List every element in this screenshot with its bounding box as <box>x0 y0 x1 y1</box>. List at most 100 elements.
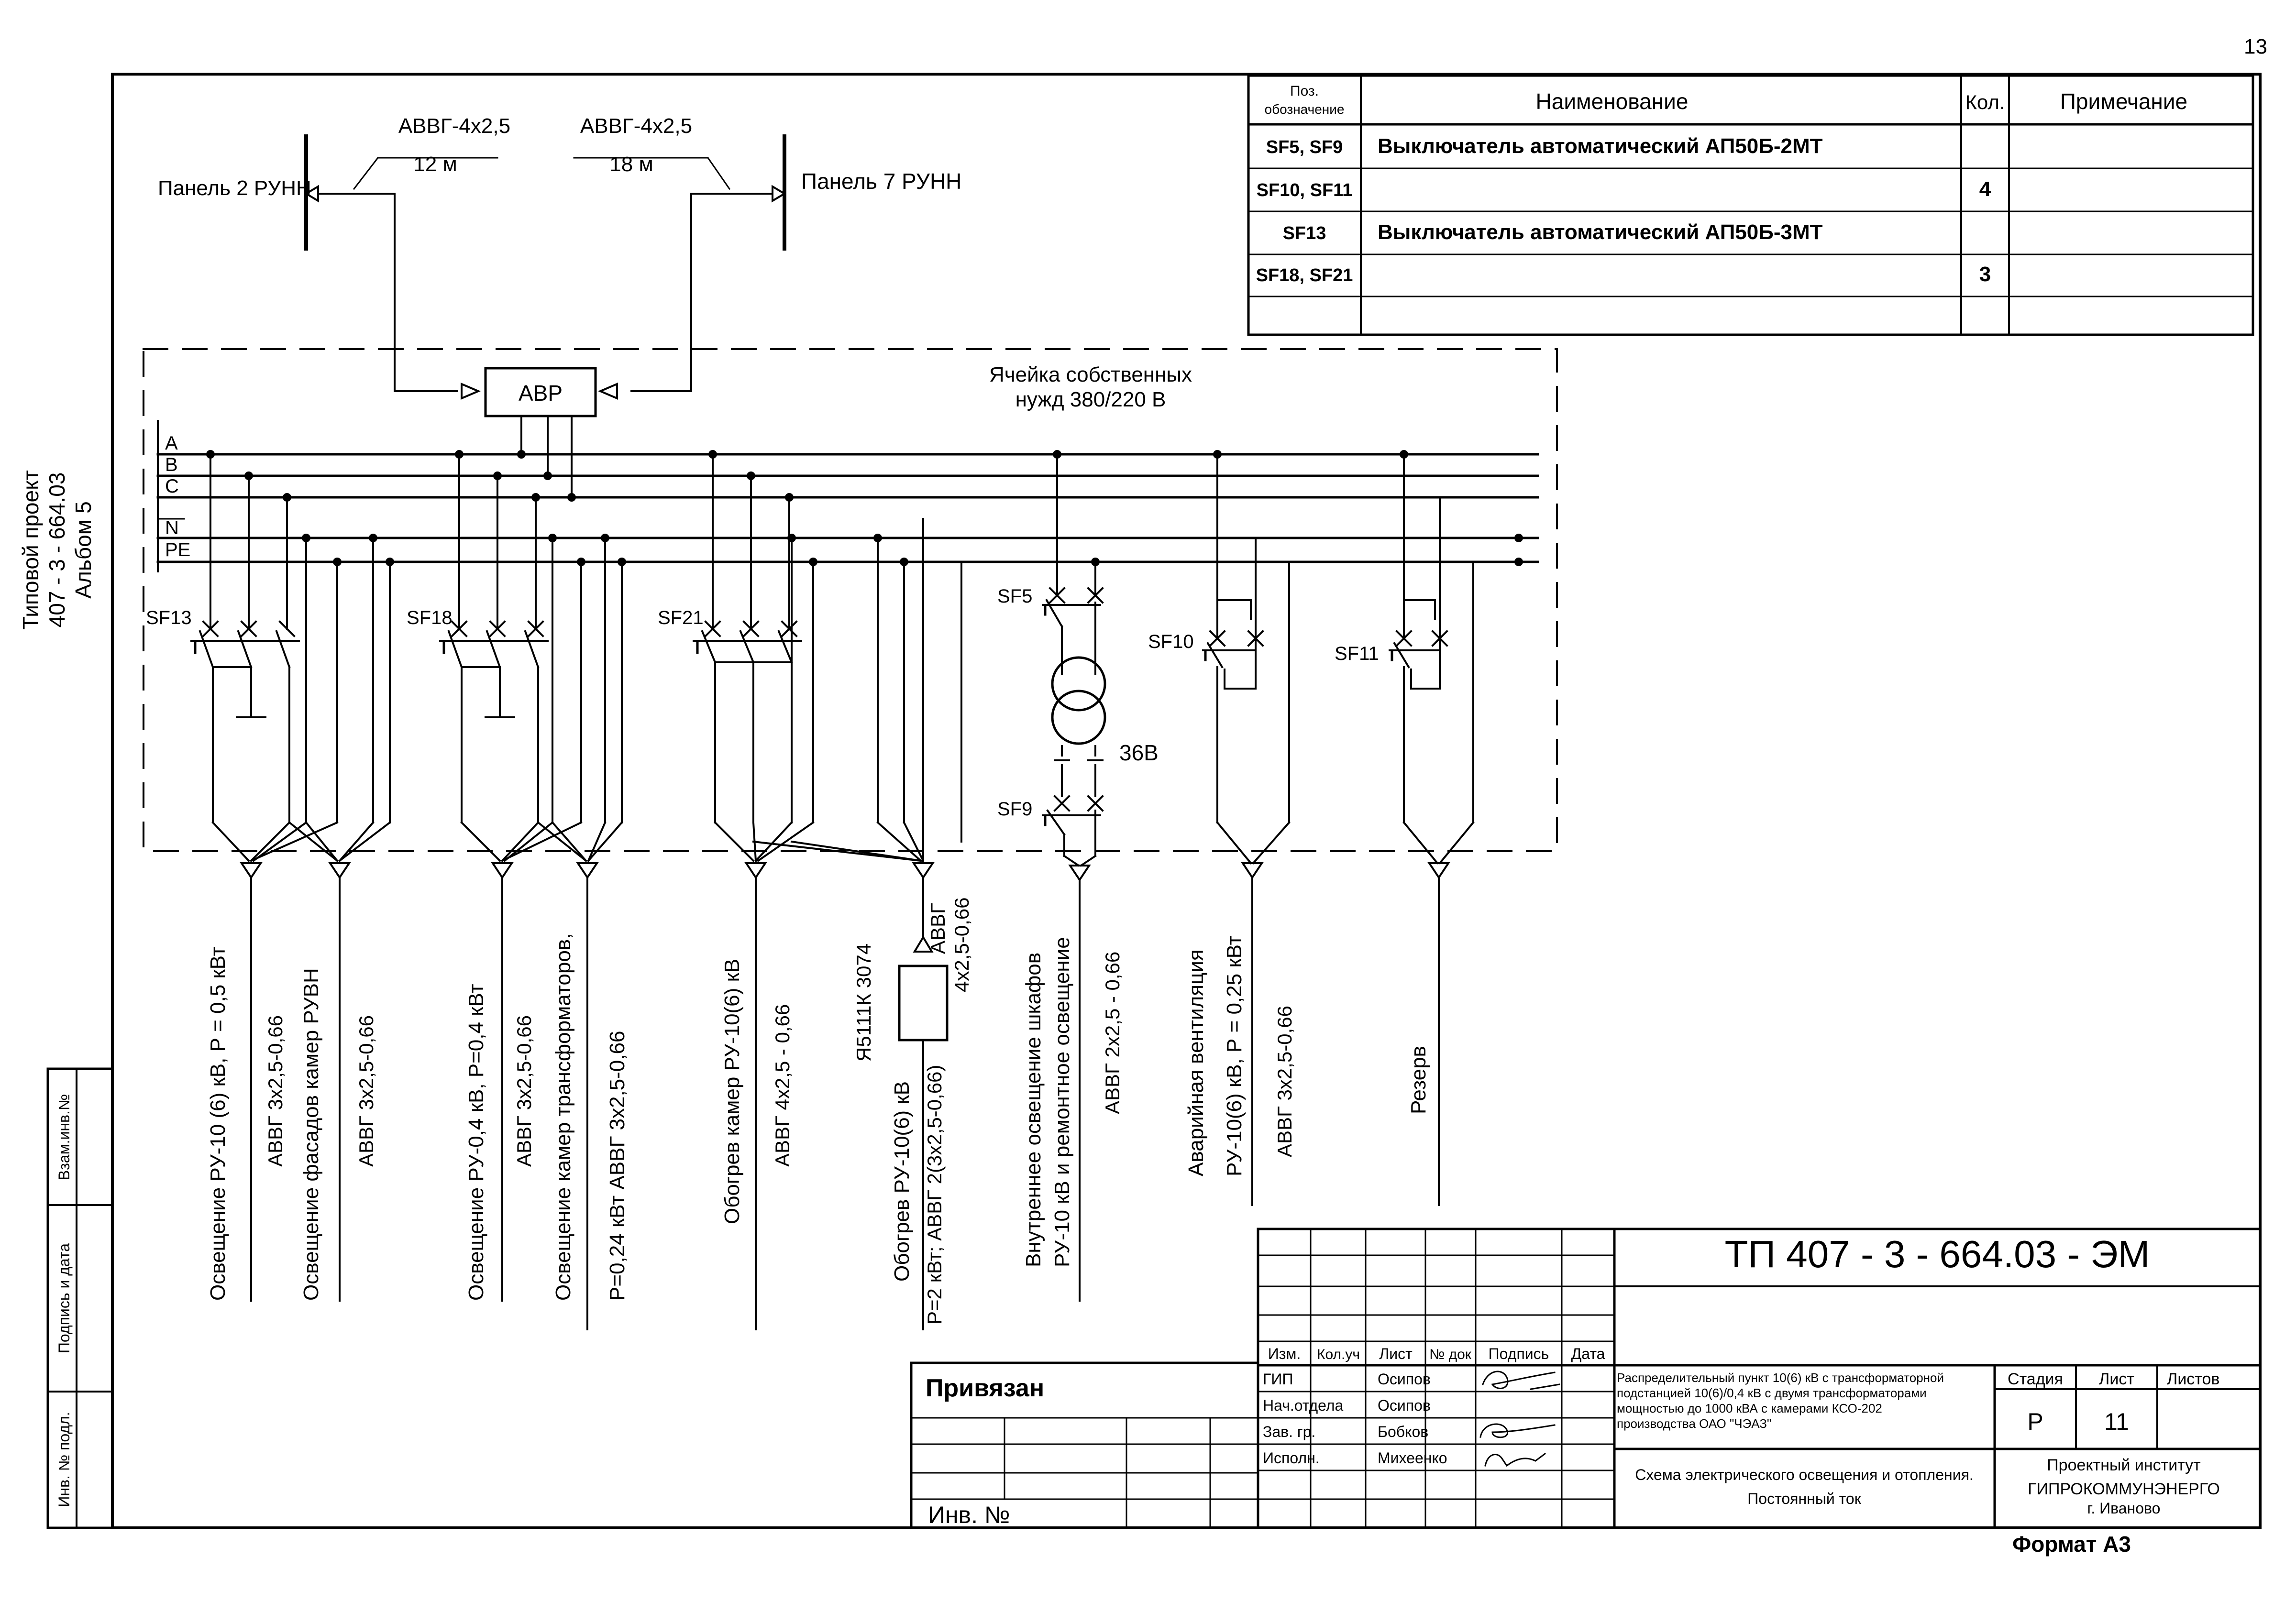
project-desc-line4: производства ОАО "ЧЭАЗ" <box>1617 1416 1771 1431</box>
cable-right-type: АВВГ-4х2,5 <box>580 114 692 138</box>
spec-row-designation: SF18, SF21 <box>1256 265 1353 285</box>
spec-row-qty: 4 <box>1979 177 1991 201</box>
feeder-5-load: Обогрев камер РУ-10(6) кВ <box>720 959 744 1224</box>
title-col-izm: Изм. <box>1268 1345 1301 1362</box>
role-gip: ГИП <box>1263 1371 1293 1388</box>
side-project-caption: Типовой проект 407 - 3 - 664.03 Альбом 5 <box>18 470 96 630</box>
role-exec: Исполн. <box>1263 1449 1320 1467</box>
spec-row-name: Выключатель автоматический АП50Б-3МТ <box>1378 220 1823 244</box>
feeder-8-cable: АВВГ 3х2,5-0,66 <box>1273 1006 1296 1157</box>
panel-left-label: Панель 2 РУНН <box>158 176 311 200</box>
group-sf13: SF13 <box>146 450 394 1302</box>
doc-code: ТП 407 - 3 - 664.03 - ЭМ <box>1725 1233 2150 1275</box>
spec-header-note: Примечание <box>2060 89 2187 114</box>
spec-row-designation: SF10, SF11 <box>1257 180 1353 200</box>
org-line1: Проектный институт <box>2047 1456 2201 1474</box>
drawing-frame <box>111 73 2262 1529</box>
terminal-box <box>898 965 949 1042</box>
left-strip-vzam-inv: Взам.инв.№ <box>55 1094 73 1180</box>
title-col-list: Лист <box>1379 1345 1413 1362</box>
feeder-9-load: Резерв <box>1407 1046 1430 1114</box>
group-sf5-sf9: SF5 36В SF9 <box>997 450 1159 1302</box>
title-block: Изм. Кол.уч Лист № док Подпись Дата ГИП … <box>1257 1228 2262 1529</box>
cell-title-line2: нужд 380/220 В <box>1016 388 1166 411</box>
bus-label-a: A <box>165 433 178 454</box>
title-col-date: Дата <box>1571 1345 1605 1362</box>
breaker-label-sf10: SF10 <box>1148 631 1194 652</box>
spec-row-qty: 3 <box>1979 263 1991 286</box>
org-line2: ГИПРОКОММУНЭНЕРГО <box>2028 1480 2220 1498</box>
role-group-name: Бобков <box>1378 1423 1428 1440</box>
feeder-5-cable: АВВГ 4х2,5 - 0,66 <box>771 1004 794 1167</box>
signature-gip <box>1482 1371 1560 1390</box>
cable-right-length: 18 м <box>609 153 653 176</box>
feeder-4-load-line2: Р=0,24 кВт АВВГ 3х2,5-0,66 <box>606 1031 629 1301</box>
spec-row-designation: SF5, SF9 <box>1266 137 1343 157</box>
breaker-label-sf9: SF9 <box>997 799 1032 820</box>
role-head-name: Осипов <box>1378 1397 1431 1414</box>
signature-group <box>1479 1423 1556 1438</box>
spec-table: Поз. обозначение Наименование Кол. Приме… <box>1247 74 2254 336</box>
panel-right-label: Панель 7 РУНН <box>801 169 961 194</box>
project-desc-line3: мощностью до 1000 кВА с камерами КСО-202 <box>1617 1401 1882 1415</box>
role-gip-name: Осипов <box>1378 1371 1431 1388</box>
left-strip-inv-podl: Инв. № подл. <box>55 1412 73 1507</box>
feeder-6-box: Я5111К 3074 <box>852 943 875 1062</box>
group-sf21: SF21 <box>658 450 962 1330</box>
binding-inv-label: Инв. № <box>928 1502 1010 1528</box>
project-desc-line1: Распределительный пункт 10(6) кВ с транс… <box>1617 1371 1944 1385</box>
drawing-title-line2: Постоянный ток <box>1747 1490 1861 1507</box>
supply-section: Панель 2 РУНН Панель 7 РУНН АВВГ-4х2,5 1… <box>158 114 961 502</box>
spec-header-designation-1: Поз. <box>1290 83 1319 99</box>
side-project-title: Типовой проект <box>18 470 43 630</box>
feeder-7-load-line1: Внутреннее освещение шкафов <box>1022 953 1045 1267</box>
title-col-kol: Кол.уч <box>1317 1347 1360 1362</box>
feeder-3-cable: АВВГ 3х2,5-0,66 <box>513 1015 535 1167</box>
busbars: A B C N PE <box>156 420 1539 572</box>
binding-block: Привязан Инв. № <box>910 1361 1259 1529</box>
title-col-sign: Подпись <box>1489 1345 1549 1362</box>
feeder-2-load: Освещение фасадов камер РУВН <box>299 968 323 1301</box>
spec-header-name: Наименование <box>1536 89 1689 114</box>
project-desc-line2: подстанцией 10(6)/0,4 кВ с двумя трансфо… <box>1617 1386 1927 1400</box>
group-sf18: SF18 <box>407 450 626 1330</box>
sheet-value: 11 <box>2104 1408 2129 1435</box>
page-number: 13 <box>2244 35 2267 58</box>
breaker-label-sf5: SF5 <box>997 586 1032 607</box>
cell-title-line1: Ячейка собственных <box>989 363 1192 386</box>
side-album: Альбом 5 <box>71 501 96 598</box>
org-line3: г. Иваново <box>2087 1500 2161 1517</box>
role-head: Нач.отдела <box>1263 1397 1344 1414</box>
feeder-6-cable-top-line1: АВВГ <box>927 903 949 954</box>
feeder-4-load-line1: Освещение камер трансформаторов, <box>552 933 575 1301</box>
bus-label-pe: PE <box>165 539 190 560</box>
breaker-label-sf11: SF11 <box>1335 643 1379 664</box>
left-strip: Взам.инв.№ Подпись и дата Инв. № подл. <box>46 1067 114 1529</box>
sheet-header: Лист <box>2099 1370 2134 1388</box>
breaker-label-sf18: SF18 <box>407 607 453 628</box>
cell-boundary <box>143 348 1558 852</box>
bus-label-c: C <box>165 476 179 497</box>
bus-label-b: B <box>165 454 178 475</box>
sheets-header: Листов <box>2167 1370 2219 1388</box>
drawing-title-line1: Схема электрического освещения и отоплен… <box>1635 1466 1974 1483</box>
title-col-doc: № док <box>1429 1347 1472 1362</box>
spec-row-designation: SF13 <box>1283 223 1326 243</box>
feeder-3-load: Освещение РУ-0,4 кВ, Р=0,4 кВт <box>464 984 488 1301</box>
transformer-voltage: 36В <box>1119 740 1159 765</box>
bus-label-n: N <box>165 517 179 538</box>
stage-header: Стадия <box>2008 1370 2063 1388</box>
feeder-8-load-line1: Аварийная вентиляция <box>1184 949 1208 1176</box>
breaker-label-sf13: SF13 <box>146 607 192 628</box>
cable-left-type: АВВГ-4х2,5 <box>398 114 510 138</box>
transformer-winding-2 <box>1051 690 1106 745</box>
feeder-6-load-line1: Обогрев РУ-10(6) кВ <box>890 1081 914 1282</box>
avr-label: АВР <box>519 381 563 406</box>
feeder-7-load-line2: РУ-10 кВ и ремонтное освещение <box>1050 937 1074 1267</box>
cable-left-length: 12 м <box>413 153 457 176</box>
feeder-6-cable-top-line2: 4х2,5-0,66 <box>950 898 973 992</box>
feeder-1-load: Освещение РУ-10 (6) кВ, Р = 0,5 кВт <box>206 946 230 1301</box>
stage-value: Р <box>2027 1408 2043 1435</box>
binding-title: Привязан <box>926 1374 1044 1402</box>
role-group: Зав. гр. <box>1263 1423 1315 1440</box>
